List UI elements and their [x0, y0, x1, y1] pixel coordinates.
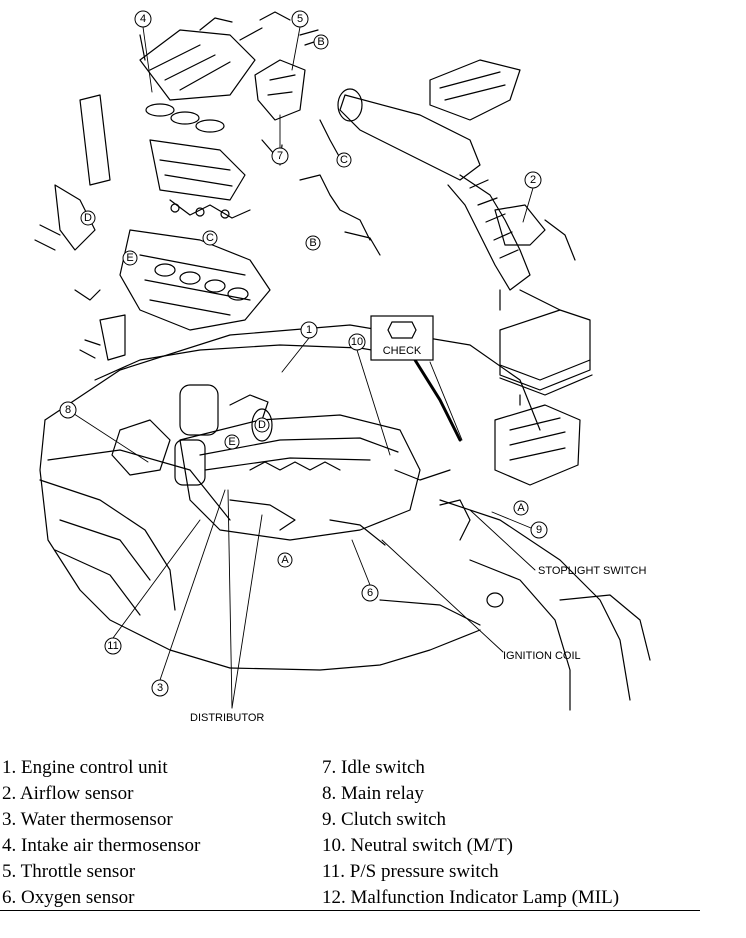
- callout-5: 5: [291, 10, 309, 28]
- connector-e-1: E: [122, 250, 138, 266]
- air-cleaner-housing: [494, 309, 593, 486]
- engine-lamp-icon: [387, 321, 417, 339]
- legend-item: 3. Water thermosensor: [2, 809, 173, 830]
- connector-d-1: D: [80, 210, 96, 226]
- legend-item: 12. Malfunction Indicator Lamp (MIL): [322, 887, 620, 908]
- legend-column-right: 7. Idle switch 8. Main relay 9. Clutch s…: [322, 755, 742, 911]
- legend-item: 7. Idle switch: [322, 757, 425, 778]
- svg-text:6: 6: [367, 587, 373, 599]
- legend-item: 9. Clutch switch: [322, 809, 447, 830]
- svg-text:B: B: [317, 36, 324, 48]
- svg-text:C: C: [340, 154, 348, 166]
- check-label: CHECK: [383, 345, 422, 357]
- legend-item: 2. Airflow sensor: [2, 783, 134, 804]
- connector-c-1: C: [336, 152, 352, 168]
- leader-lines: [67, 26, 536, 709]
- svg-text:E: E: [228, 436, 235, 448]
- connector-a-1: A: [277, 552, 293, 568]
- svg-text:7: 7: [277, 150, 283, 162]
- legend-item: 11. P/S pressure switch: [322, 861, 499, 882]
- svg-text:A: A: [281, 554, 289, 566]
- engine-block: [111, 384, 471, 546]
- svg-text:4: 4: [140, 13, 146, 25]
- svg-text:9: 9: [536, 524, 542, 536]
- svg-text:10: 10: [351, 336, 363, 348]
- svg-text:B: B: [309, 237, 316, 249]
- legend-item: 10. Neutral switch (M/T): [322, 835, 514, 856]
- ignition-coil-label: IGNITION COIL: [503, 650, 581, 662]
- connector-a-2: A: [513, 500, 529, 516]
- legend-item: 5. Throttle sensor: [2, 861, 136, 882]
- svg-text:1: 1: [306, 324, 312, 336]
- legend-item: 8. Main relay: [322, 783, 424, 804]
- intake-manifold-exploded: [34, 11, 381, 361]
- callout-2: 2: [524, 171, 542, 189]
- connector-e-2: E: [224, 434, 240, 450]
- svg-text:C: C: [206, 232, 214, 244]
- callout-3: 3: [151, 679, 169, 697]
- svg-text:D: D: [258, 419, 266, 431]
- legend-item: 4. Intake air thermosensor: [2, 835, 201, 856]
- legend-item: 6. Oxygen sensor: [2, 887, 135, 908]
- stoplight-switch-label: STOPLIGHT SWITCH: [538, 565, 646, 577]
- distributor-label: DISTRIBUTOR: [190, 712, 264, 724]
- callout-4: 4: [134, 10, 152, 28]
- legend-divider: [0, 910, 700, 911]
- connector-b-1: B: [313, 34, 329, 50]
- component-legend: 1. Engine control unit 2. Airflow sensor…: [0, 755, 746, 915]
- callout-8: 8: [59, 401, 77, 419]
- callout-markers: 1 2 3 4 5 6 7 8 9 10 11 12 A A B B C C D…: [59, 10, 548, 697]
- callout-7: 7: [271, 147, 289, 165]
- callout-10: 10: [348, 333, 366, 351]
- connector-c-2: C: [202, 230, 218, 246]
- svg-text:A: A: [517, 502, 525, 514]
- connector-d-2: D: [254, 417, 270, 433]
- legend-item: 1. Engine control unit: [2, 757, 168, 778]
- svg-text:2: 2: [530, 174, 536, 186]
- svg-text:11: 11: [107, 640, 118, 652]
- svg-text:3: 3: [157, 682, 163, 694]
- connector-b-2: B: [305, 235, 321, 251]
- svg-text:E: E: [126, 252, 133, 264]
- callout-11: 11: [104, 637, 122, 655]
- callout-6: 6: [361, 584, 379, 602]
- engine-component-illustration: 1 2 3 4 5 6 7 8 9 10 11 12 A A B B C C D…: [34, 10, 651, 724]
- mil-check-lamp-box: CHECK: [370, 315, 434, 361]
- svg-text:8: 8: [65, 404, 71, 416]
- callout-1: 1: [300, 321, 318, 339]
- svg-text:D: D: [84, 212, 92, 224]
- svg-text:5: 5: [297, 13, 303, 25]
- air-intake-duct: [337, 59, 576, 311]
- legend-column-left: 1. Engine control unit 2. Airflow sensor…: [2, 755, 302, 911]
- callout-9: 9: [530, 521, 548, 539]
